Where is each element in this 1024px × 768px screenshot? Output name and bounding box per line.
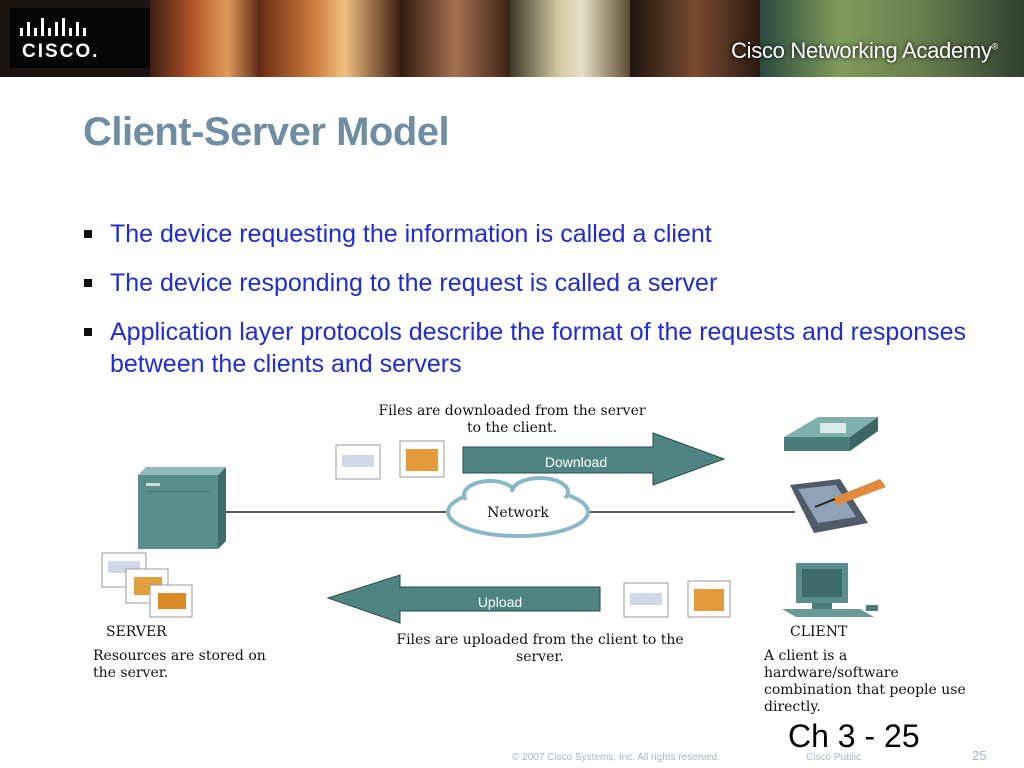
bullet-marker xyxy=(84,230,92,238)
photo-strip xyxy=(150,0,260,77)
upload-files-icon xyxy=(623,580,731,618)
network-cloud-icon xyxy=(446,476,590,538)
bullet-item: The device requesting the information is… xyxy=(84,218,984,250)
bullet-text: The device requesting the information is… xyxy=(110,220,712,248)
upload-caption: Files are uploaded from the client to th… xyxy=(396,632,684,665)
cisco-logo: CISCO. xyxy=(10,8,150,68)
phone-icon xyxy=(784,417,878,451)
download-arrow-icon xyxy=(462,432,726,486)
slide-title: Client-Server Model xyxy=(83,110,450,154)
cisco-wordmark: CISCO. xyxy=(22,41,100,62)
network-label: Network xyxy=(487,505,549,521)
bullet-list: The device requesting the information is… xyxy=(84,218,984,397)
photo-strip xyxy=(630,0,760,77)
diagram-graphics xyxy=(101,417,886,624)
bullet-text: Application layer protocols describe the… xyxy=(110,318,967,378)
academy-name-text: Cisco Networking Academy xyxy=(731,38,992,63)
footer-copyright: © 2007 Cisco Systems, Inc. All rights re… xyxy=(512,752,721,763)
bullet-text: The device responding to the request is … xyxy=(110,269,718,297)
computer-icon xyxy=(782,563,878,617)
academy-name: Cisco Networking Academy® xyxy=(731,38,998,64)
photo-strip xyxy=(400,0,510,77)
client-server-diagram: Files are downloaded from the server to … xyxy=(90,395,980,717)
pda-icon xyxy=(790,479,886,533)
registered-mark: ® xyxy=(991,41,999,52)
download-files-icon xyxy=(335,440,445,480)
footer-classification: Cisco Public xyxy=(806,752,862,763)
bullet-marker xyxy=(84,279,92,287)
server-title: SERVER xyxy=(106,624,167,640)
bullet-marker xyxy=(84,328,92,336)
photo-strip xyxy=(510,0,630,77)
cisco-bridge-icon xyxy=(20,18,86,36)
bullet-item: The device responding to the request is … xyxy=(84,267,984,299)
bullet-item: Application layer protocols describe the… xyxy=(84,316,984,380)
download-caption: Files are downloaded from the server to … xyxy=(378,403,646,436)
photo-strip xyxy=(260,0,400,77)
page-number: 25 xyxy=(972,748,987,763)
chapter-label: Ch 3 - 25 xyxy=(788,718,920,754)
client-description: A client is a hardware/software combinat… xyxy=(764,648,966,715)
upload-arrow-icon xyxy=(326,574,601,624)
client-title: CLIENT xyxy=(790,624,848,640)
server-files-icon xyxy=(101,552,193,618)
server-icon xyxy=(138,467,226,549)
photo-strip xyxy=(760,0,1024,77)
header-banner: CISCO. Cisco Networking Academy® xyxy=(0,0,1024,77)
download-label: Download xyxy=(544,454,608,470)
server-description: Resources are stored on the server. xyxy=(93,648,266,681)
upload-label: Upload xyxy=(477,594,523,610)
